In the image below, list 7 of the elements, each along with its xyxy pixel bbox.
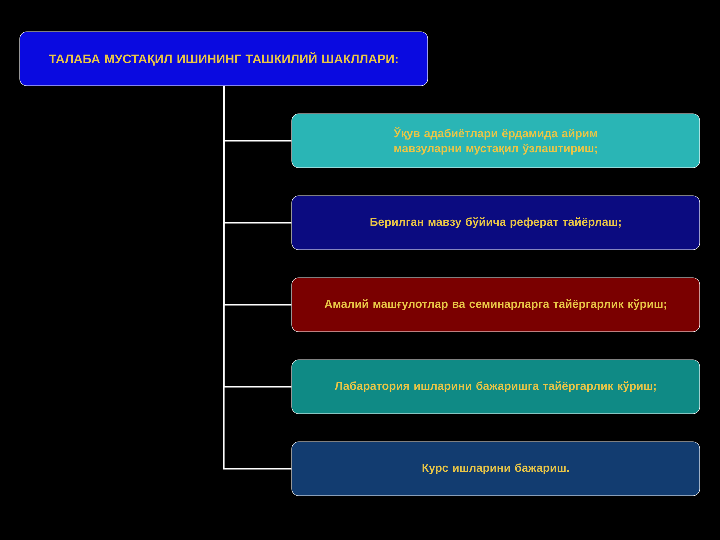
- process-box: Берилган мавзу бўйича реферат тайёрлаш;: [292, 196, 700, 250]
- process-box: Амалий машғулотлар ва семинарларга тайёргарлик кўриш;: [292, 278, 700, 332]
- title-box: ТАЛАБА МУСТАҚИЛ ИШИНИНГ ТАШКИЛИЙ ШАКЛЛАРИ:: [20, 32, 428, 86]
- process-box: Лабаратория ишларини бажаришга тайёргарлик кўриш;: [292, 360, 700, 414]
- process-box: Курс ишларини бажариш.: [292, 442, 700, 496]
- process-box: Ўқув адабиётлари ёрдамида айрим мавзуларни мустақил ўзлаштириш;: [292, 114, 700, 168]
- connector-line: [223, 86, 292, 470]
